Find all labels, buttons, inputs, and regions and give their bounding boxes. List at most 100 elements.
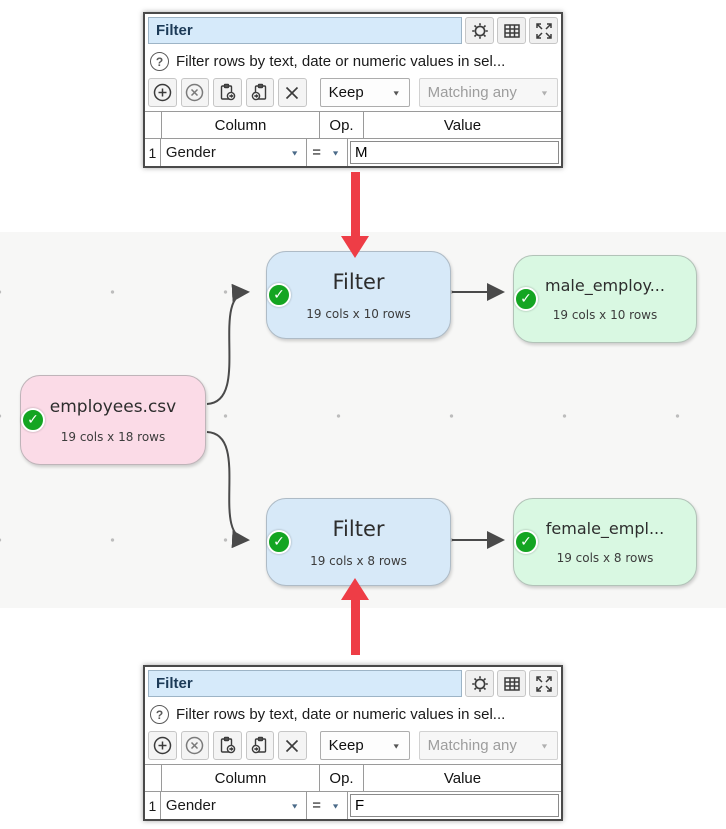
keep-dropdown-value: Keep bbox=[328, 737, 364, 754]
criteria-table-header: Column Op. Value bbox=[145, 765, 561, 792]
node-dimensions: 19 cols x 10 rows bbox=[306, 306, 411, 321]
close-icon bbox=[282, 83, 302, 103]
row-number[interactable]: 1 bbox=[145, 792, 161, 819]
chevron-down-icon: ▼ bbox=[331, 148, 340, 157]
settings-button[interactable] bbox=[465, 670, 494, 697]
help-text: Filter rows by text, date or numeric val… bbox=[176, 53, 506, 70]
table-icon bbox=[502, 21, 522, 41]
clear-criteria-button[interactable] bbox=[278, 78, 307, 107]
criteria-table: Column Op. Value 1 Gender ▼ = ▼ bbox=[145, 111, 561, 166]
transform-canvas[interactable]: ✓ employees.csv 19 cols x 18 rows ✓ Filt… bbox=[0, 232, 726, 608]
edge-source-to-filter-bottom bbox=[206, 431, 250, 549]
gear-icon bbox=[470, 674, 490, 694]
status-ok-icon: ✓ bbox=[514, 287, 538, 311]
keep-remove-dropdown[interactable]: Keep ▼ bbox=[319, 78, 410, 107]
row-number-header bbox=[145, 765, 162, 791]
matching-mode-dropdown[interactable]: Matching any ▼ bbox=[418, 78, 558, 107]
graph-edges bbox=[206, 283, 505, 549]
remove-criteria-button[interactable] bbox=[180, 731, 210, 760]
maximize-button[interactable] bbox=[529, 17, 558, 44]
keep-remove-dropdown[interactable]: Keep ▼ bbox=[319, 731, 410, 760]
copy-to-clipboard-button[interactable] bbox=[213, 78, 242, 107]
expand-icon bbox=[534, 674, 554, 694]
op-select[interactable]: = ▼ bbox=[307, 797, 347, 814]
node-dimensions: 19 cols x 18 rows bbox=[60, 429, 166, 444]
value-input[interactable] bbox=[350, 141, 559, 164]
op-select-value: = bbox=[312, 797, 321, 814]
node-filter-top[interactable]: ✓ Filter 19 cols x 10 rows bbox=[266, 251, 451, 339]
status-ok-icon: ✓ bbox=[267, 530, 291, 554]
column-select[interactable]: Gender ▼ bbox=[161, 797, 306, 814]
paste-from-clipboard-button[interactable] bbox=[245, 78, 275, 107]
panel-title-row: Filter bbox=[145, 667, 561, 699]
help-icon[interactable]: ? bbox=[150, 52, 169, 71]
node-male-employees[interactable]: ✓ male_employ... 19 cols x 10 rows bbox=[513, 255, 697, 343]
column-select[interactable]: Gender ▼ bbox=[161, 144, 306, 161]
red-arrow-down-icon bbox=[341, 172, 369, 258]
criteria-row: 1 Gender ▼ = ▼ bbox=[145, 139, 561, 166]
node-dimensions: 19 cols x 8 rows bbox=[556, 551, 654, 565]
clear-criteria-button[interactable] bbox=[278, 731, 307, 760]
column-header: Column bbox=[162, 765, 320, 791]
clipboard-import-icon bbox=[249, 735, 270, 756]
filter-panel-bottom: Filter bbox=[143, 665, 563, 821]
node-title: female_empl... bbox=[545, 519, 665, 538]
gear-icon bbox=[470, 21, 490, 41]
show-table-button[interactable] bbox=[497, 17, 526, 44]
matching-dropdown-value: Matching any bbox=[427, 84, 517, 101]
remove-criteria-button[interactable] bbox=[180, 78, 210, 107]
help-text: Filter rows by text, date or numeric val… bbox=[176, 706, 506, 723]
plus-circle-icon bbox=[152, 735, 173, 756]
matching-mode-dropdown[interactable]: Matching any ▼ bbox=[418, 731, 558, 760]
chevron-down-icon: ▼ bbox=[290, 801, 300, 810]
column-select-value: Gender bbox=[165, 144, 216, 161]
red-arrow-up-icon bbox=[341, 578, 369, 655]
row-number[interactable]: 1 bbox=[145, 139, 161, 166]
panel-title-row: Filter bbox=[145, 14, 561, 46]
node-employees-csv[interactable]: ✓ employees.csv 19 cols x 18 rows bbox=[20, 375, 206, 465]
column-header: Column bbox=[162, 112, 320, 138]
node-dimensions: 19 cols x 10 rows bbox=[552, 308, 658, 322]
panel-toolbar: Keep ▼ Matching any ▼ bbox=[145, 730, 561, 764]
table-icon bbox=[502, 674, 522, 694]
value-header: Value bbox=[443, 116, 482, 134]
node-name-field[interactable]: Filter bbox=[148, 17, 462, 44]
chevron-down-icon: ▼ bbox=[391, 88, 401, 97]
panel-help-row: ? Filter rows by text, date or numeric v… bbox=[145, 699, 561, 730]
x-circle-icon bbox=[184, 735, 205, 756]
node-dimensions: 19 cols x 8 rows bbox=[310, 553, 407, 568]
status-ok-icon: ✓ bbox=[514, 530, 538, 554]
node-female-employees[interactable]: ✓ female_empl... 19 cols x 8 rows bbox=[513, 498, 697, 586]
show-table-button[interactable] bbox=[497, 670, 526, 697]
add-criteria-button[interactable] bbox=[148, 78, 177, 107]
op-select-value: = bbox=[312, 144, 321, 161]
maximize-button[interactable] bbox=[529, 670, 558, 697]
clipboard-export-icon bbox=[217, 82, 238, 103]
add-criteria-button[interactable] bbox=[148, 731, 177, 760]
value-input[interactable] bbox=[350, 794, 559, 817]
node-title: Filter bbox=[332, 516, 385, 541]
plus-circle-icon bbox=[152, 82, 173, 103]
node-name-field[interactable]: Filter bbox=[148, 670, 462, 697]
node-filter-bottom[interactable]: ✓ Filter 19 cols x 8 rows bbox=[266, 498, 451, 586]
chevron-down-icon: ▼ bbox=[391, 741, 401, 750]
panel-help-row: ? Filter rows by text, date or numeric v… bbox=[145, 46, 561, 77]
criteria-table: Column Op. Value 1 Gender ▼ = ▼ bbox=[145, 764, 561, 819]
node-title: male_employ... bbox=[545, 276, 665, 295]
copy-to-clipboard-button[interactable] bbox=[213, 731, 242, 760]
paste-from-clipboard-button[interactable] bbox=[245, 731, 275, 760]
op-select[interactable]: = ▼ bbox=[307, 144, 347, 161]
chevron-down-icon: ▼ bbox=[540, 741, 549, 750]
panel-toolbar: Keep ▼ Matching any ▼ bbox=[145, 77, 561, 111]
criteria-table-header: Column Op. Value bbox=[145, 112, 561, 139]
status-ok-icon: ✓ bbox=[21, 408, 45, 432]
filter-panel-top: Filter bbox=[143, 12, 563, 168]
node-title: Filter bbox=[332, 269, 385, 294]
clipboard-export-icon bbox=[217, 735, 238, 756]
help-icon[interactable]: ? bbox=[150, 705, 169, 724]
node-title: employees.csv bbox=[49, 396, 177, 417]
criteria-row: 1 Gender ▼ = ▼ bbox=[145, 792, 561, 819]
settings-button[interactable] bbox=[465, 17, 494, 44]
row-number-header bbox=[145, 112, 162, 138]
